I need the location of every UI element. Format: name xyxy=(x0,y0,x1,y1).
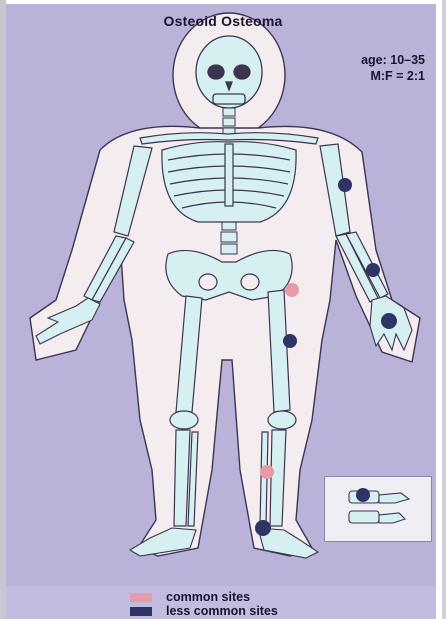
site-talus xyxy=(255,520,271,536)
legend-common: common sites xyxy=(130,590,250,604)
site-hand xyxy=(381,313,397,329)
site-proximal-femur xyxy=(285,283,299,297)
vertebra-icon xyxy=(325,477,431,541)
legend-label-common: common sites xyxy=(166,590,250,604)
legend-label-less-common: less common sites xyxy=(166,604,278,618)
legend-swatch-less-common xyxy=(130,607,152,616)
stats-block: age: 10–35 M:F = 2:1 xyxy=(345,52,425,84)
legend-swatch-common xyxy=(130,593,152,602)
site-distal-radius xyxy=(366,263,380,277)
diagram-title: Osteoid Osteoma xyxy=(0,13,446,29)
site-tibia xyxy=(260,465,274,479)
skull-icon xyxy=(196,36,262,108)
sex-ratio: M:F = 2:1 xyxy=(345,68,425,84)
site-femoral-shaft xyxy=(283,334,297,348)
site-humerus xyxy=(338,178,352,192)
age-range: age: 10–35 xyxy=(345,52,425,68)
spine-inset xyxy=(324,476,432,542)
site-spine xyxy=(356,488,370,502)
legend-less-common: less common sites xyxy=(130,604,278,618)
